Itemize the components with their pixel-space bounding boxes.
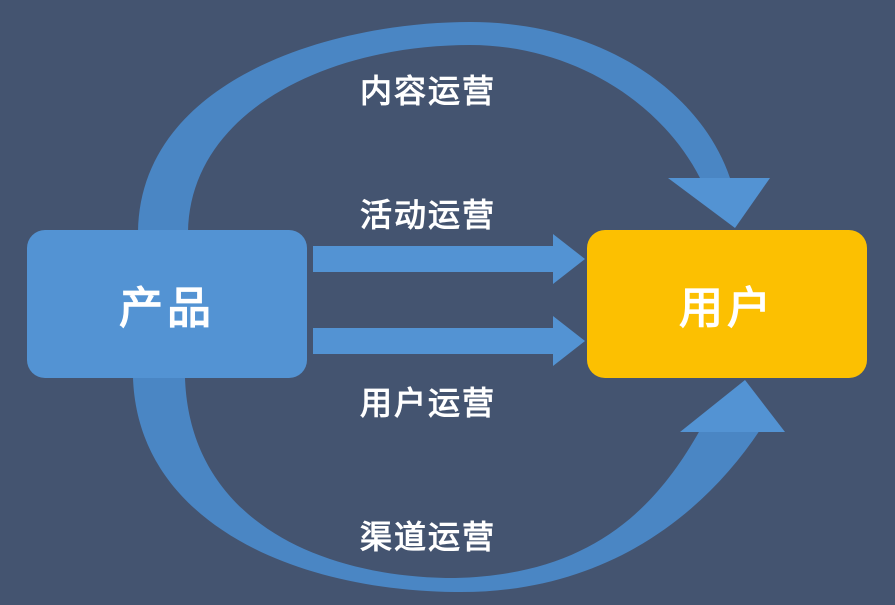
user-operation-arrow (313, 316, 585, 366)
activity-operation-label: 活动运营 (360, 196, 497, 234)
user-operation-label: 用户运营 (360, 384, 497, 422)
channel-operation-arrow (133, 378, 785, 593)
content-operation-label: 内容运营 (360, 72, 497, 110)
user-label: 用户 (679, 283, 775, 334)
product-label: 产品 (119, 283, 215, 334)
product-node: 产品 (27, 230, 307, 378)
content-operation-arrow (138, 22, 770, 232)
activity-operation-arrow (313, 234, 585, 284)
channel-operation-label: 渠道运营 (360, 518, 497, 556)
user-node: 用户 (587, 230, 867, 378)
